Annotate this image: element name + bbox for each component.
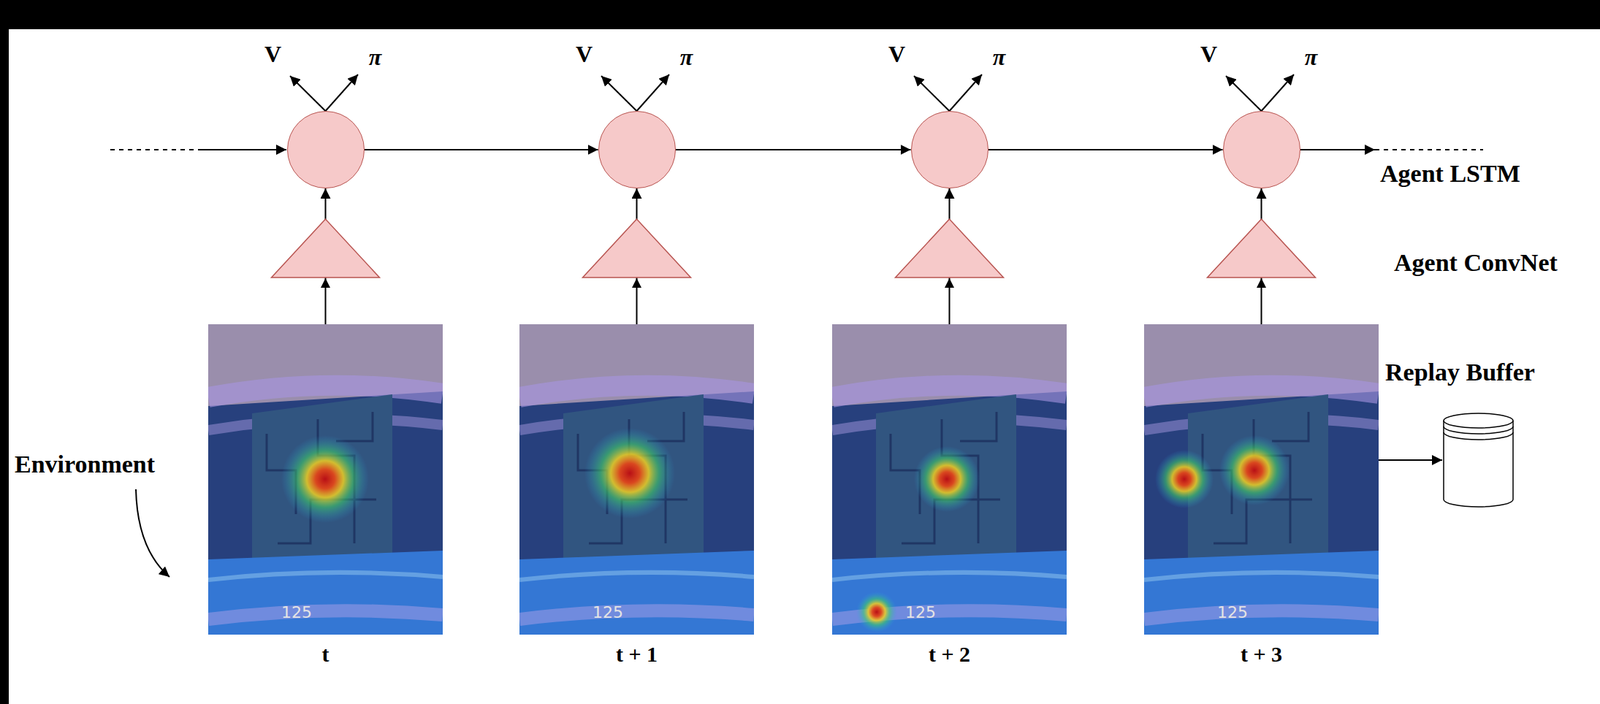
lstm-cell: Vπ [598, 111, 676, 189]
lstm-cell: Vπ [911, 111, 989, 189]
environment-frame: t + 3 [1144, 324, 1379, 635]
output-label: π [992, 43, 1006, 71]
hud-number: 125 [1217, 603, 1248, 622]
component-label: Replay Buffer [1385, 357, 1535, 387]
recurrent-arrow [200, 149, 287, 151]
game-frame [832, 324, 1067, 635]
hud-number: 125 [905, 603, 936, 622]
output-label: π [368, 43, 382, 71]
environment-frame: t + 2 [832, 324, 1067, 635]
connector-arrow [988, 149, 1224, 151]
timestep-label: t + 3 [1240, 642, 1283, 668]
dashed-line [1374, 149, 1484, 151]
environment-arrow [135, 489, 170, 578]
lstm-cell: Vπ [287, 111, 365, 189]
recurrent-arrow [1300, 149, 1375, 151]
output-label: V [1200, 40, 1218, 68]
timestep-label: t [322, 642, 330, 668]
game-frame [208, 324, 443, 635]
output-label: π [680, 43, 693, 71]
game-frame [519, 324, 754, 635]
timestep-label: t + 1 [615, 642, 658, 668]
layer-label: Agent ConvNet [1393, 248, 1558, 277]
attention-heatmap [913, 446, 980, 513]
game-frame [1144, 324, 1379, 635]
attention-heatmap [1155, 450, 1214, 509]
output-label: V [888, 40, 906, 68]
environment-frame: t [208, 324, 443, 635]
dashed-line [110, 149, 201, 151]
replay-buffer-cylinder: Replay Buffer [1442, 412, 1515, 509]
arrowhead [320, 278, 1267, 288]
attention-heatmap [281, 435, 369, 524]
output-label: V [575, 40, 593, 68]
connector-arrow [675, 149, 912, 151]
convnet-triangle [271, 219, 1316, 278]
layer-label: Agent LSTM [1380, 159, 1521, 188]
connector-arrow [1378, 459, 1443, 462]
timestep-label: t + 2 [928, 642, 971, 668]
output-arrow [290, 74, 1294, 112]
hud-number: 125 [281, 603, 312, 622]
hud-number: 125 [592, 603, 624, 622]
output-label: π [1304, 43, 1318, 71]
attention-heatmap [584, 428, 676, 519]
output-label: V [264, 40, 282, 68]
environment-frame: t + 1 [519, 324, 754, 635]
cylinder-outline [1442, 412, 1515, 509]
attention-heatmap [856, 591, 898, 633]
connector-arrow [364, 149, 599, 151]
environment-label: Environment [14, 450, 155, 479]
attention-heatmap [1219, 435, 1290, 506]
white-panel [8, 29, 1600, 704]
lstm-cell: Vπ [1223, 111, 1301, 189]
